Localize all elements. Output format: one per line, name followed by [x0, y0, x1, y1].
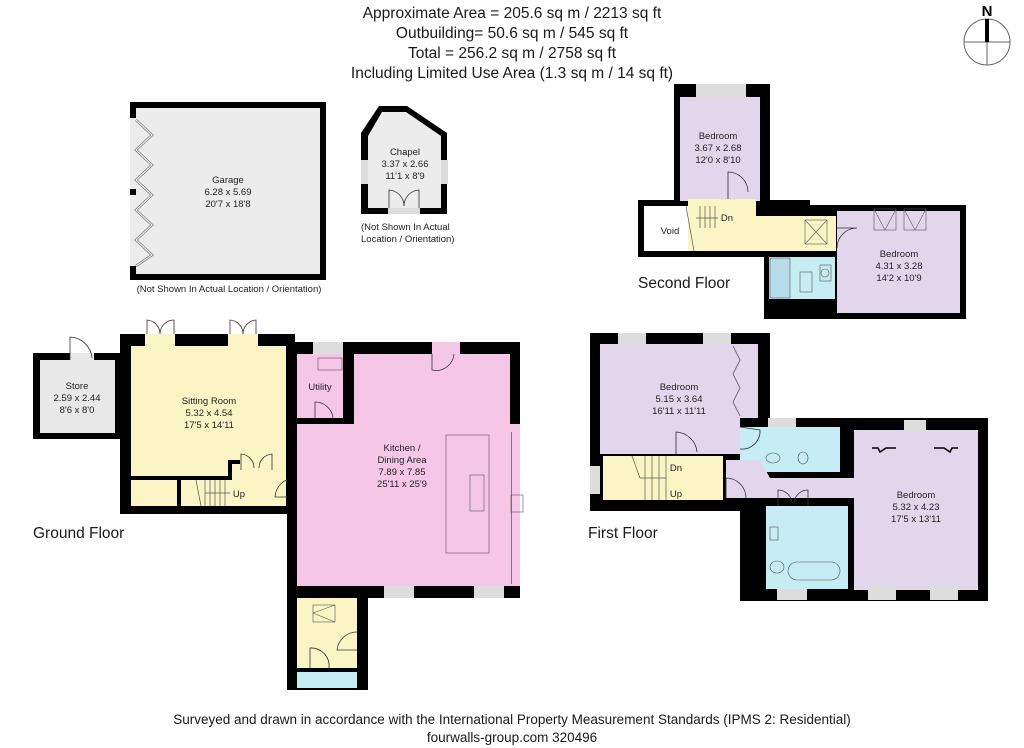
chapel-note-1: (Not Shown In Actual	[361, 222, 450, 233]
chapel-imperial: 11'1 x 8'9	[385, 171, 424, 182]
garage-note: (Not Shown In Actual Location / Orientat…	[137, 284, 322, 295]
ground-stairs-up: Up	[233, 489, 245, 500]
second-stairs-down: Dn	[721, 213, 733, 224]
first-bedroom1-imperial: 16'11 x 11'11	[652, 406, 706, 417]
kitchen-imperial: 25'11 x 25'9	[377, 479, 427, 490]
outbuilding-area: Outbuilding= 50.6 sq m / 545 sq ft	[395, 25, 629, 42]
survey-statement: Surveyed and drawn in accordance with th…	[173, 712, 851, 727]
second-bedroom2-name: Bedroom	[880, 249, 919, 260]
garage-metric: 6.28 x 5.69	[204, 187, 251, 198]
utility-name: Utility	[308, 382, 331, 393]
store-name: Store	[66, 381, 89, 392]
second-bedroom1-name: Bedroom	[699, 131, 738, 142]
first-bedroom2-imperial: 17'5 x 13'11	[891, 514, 941, 525]
north-label: N	[982, 3, 993, 20]
store-metric: 2.59 x 2.44	[53, 393, 100, 404]
first-bedroom2-metric: 5.32 x 4.23	[892, 502, 939, 513]
kitchen-name-1: Kitchen /	[384, 443, 421, 454]
garage-imperial: 20'7 x 18'8	[205, 199, 250, 210]
second-floor-label: Second Floor	[638, 275, 730, 292]
chapel: Chapel 3.37 x 2.66 11'1 x 8'9 (Not Shown…	[361, 106, 454, 245]
garage: Garage 6.28 x 5.69 20'7 x 18'8 (Not Show…	[130, 102, 326, 295]
chapel-metric: 3.37 x 2.66	[381, 159, 428, 170]
sitting-imperial: 17'5 x 14'11	[184, 420, 234, 431]
second-floor: Dn Void Bedroom 4.31 x 3.28 14'2 x 10'9 …	[638, 84, 966, 319]
second-bedroom2-metric: 4.31 x 3.28	[875, 261, 922, 272]
company-reference: fourwalls-group.com 320496	[426, 730, 598, 745]
ground-floor-label: Ground Floor	[33, 525, 124, 542]
sitting-metric: 5.32 x 4.54	[185, 408, 232, 419]
area-summary: Approximate Area = 205.6 sq m / 2213 sq …	[0, 4, 1024, 84]
ground-floor: Store 2.59 x 2.44 8'6 x 8'0 Up Sitting R…	[33, 319, 524, 690]
chapel-name: Chapel	[390, 147, 420, 158]
survey-footer: Surveyed and drawn in accordance with th…	[0, 711, 1024, 747]
first-bedroom1-name: Bedroom	[660, 382, 699, 393]
limited-use-area: Including Limited Use Area (1.3 sq m / 1…	[350, 65, 674, 82]
total-area: Total = 256.2 sq m / 2758 sq ft	[407, 45, 617, 62]
first-stairs-up: Up	[670, 489, 682, 500]
approximate-area: Approximate Area = 205.6 sq m / 2213 sq …	[362, 5, 662, 22]
first-floor: Bedroom 5.15 x 3.64 16'11 x 11'11 Dn Up	[588, 333, 988, 601]
first-bedroom1-metric: 5.15 x 3.64	[655, 394, 702, 405]
first-floor-label: First Floor	[588, 525, 658, 542]
second-bedroom1-metric: 3.67 x 2.68	[694, 143, 741, 154]
north-compass-icon: N	[963, 3, 1011, 66]
second-bedroom2-imperial: 14'2 x 10'9	[876, 273, 921, 284]
second-bedroom1-imperial: 12'0 x 8'10	[695, 155, 740, 166]
store-imperial: 8'6 x 8'0	[60, 405, 95, 416]
sitting-name: Sitting Room	[182, 396, 236, 407]
garage-name: Garage	[212, 175, 244, 186]
kitchen-metric: 7.89 x 7.85	[378, 467, 425, 478]
kitchen-name-2: Dining Area	[377, 455, 427, 466]
first-bedroom2-name: Bedroom	[897, 490, 936, 501]
chapel-note-2: Location / Orientation)	[361, 234, 454, 245]
first-stairs-down: Dn	[670, 463, 682, 474]
second-void-label: Void	[661, 226, 680, 237]
